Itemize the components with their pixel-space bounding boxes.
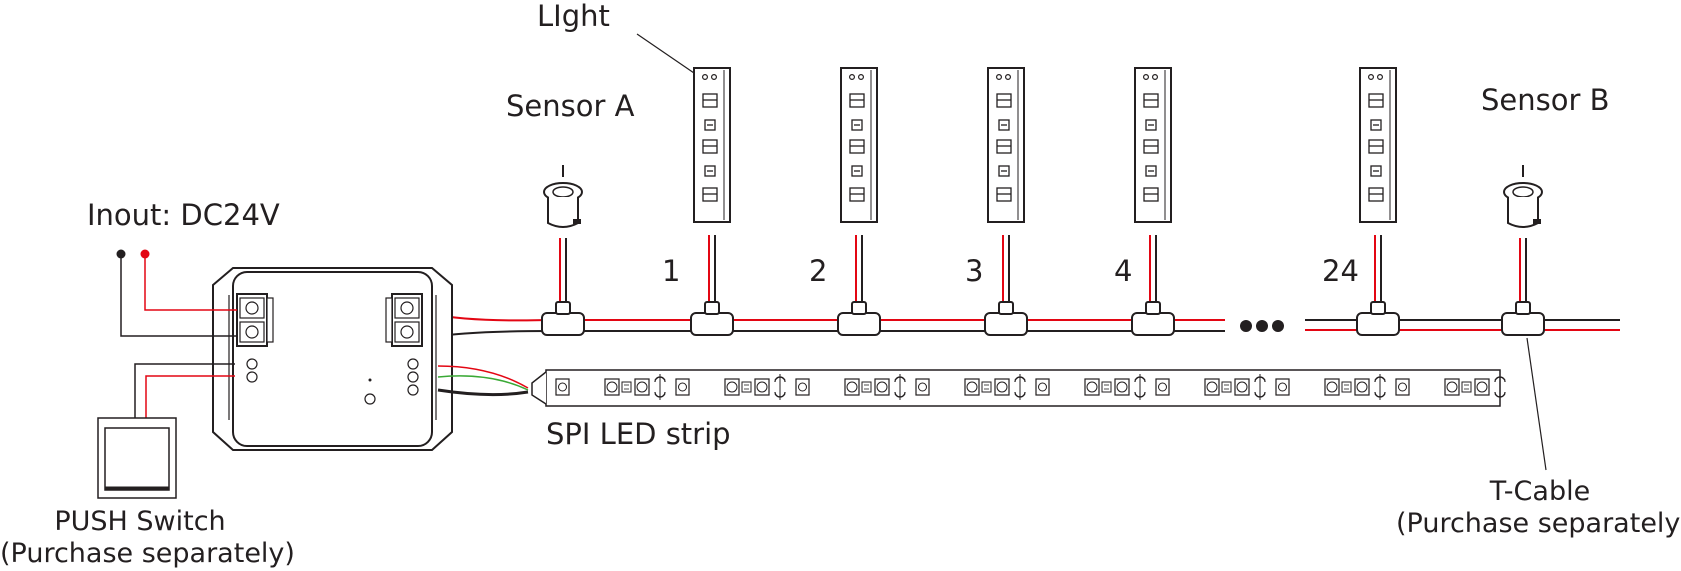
push-switch xyxy=(97,417,177,499)
controller-box xyxy=(212,267,453,451)
switch-wires xyxy=(134,363,235,418)
spi-wires xyxy=(437,365,529,397)
push-switch-note: (Purchase separately) xyxy=(0,538,295,569)
light-drop-wires xyxy=(559,235,1527,305)
light-bar-24 xyxy=(1359,67,1397,223)
t-cable-label: T-Cable xyxy=(1489,476,1591,507)
t-connector xyxy=(541,301,585,336)
light-number-4: 4 xyxy=(1114,254,1133,288)
input-terminal-negative xyxy=(116,249,126,259)
ellipsis-dots xyxy=(1240,320,1284,332)
t-connector xyxy=(690,301,734,336)
light-bar-4 xyxy=(1134,67,1172,223)
light-number-3: 3 xyxy=(965,254,984,288)
light-bar-1 xyxy=(693,67,731,223)
push-switch-label: PUSH Switch xyxy=(54,506,226,537)
light-bar-3 xyxy=(987,67,1025,223)
t-cable-leader-line xyxy=(1526,337,1547,471)
spi-strip-label: SPI LED strip xyxy=(546,417,731,451)
spi-led-strip xyxy=(531,369,1506,407)
input-voltage-label: Inout: DC24V xyxy=(87,198,280,232)
t-cable-note: (Purchase separately) xyxy=(1396,508,1681,539)
light-bar-2 xyxy=(840,67,878,223)
t-connector xyxy=(984,301,1028,336)
input-terminal-positive xyxy=(140,249,150,259)
sensor-b-label: Sensor B xyxy=(1481,83,1610,117)
t-connector xyxy=(1131,301,1175,336)
t-connector xyxy=(1501,301,1545,336)
light-number-24: 24 xyxy=(1322,254,1359,288)
light-number-1: 1 xyxy=(662,254,681,288)
light-number-2: 2 xyxy=(809,254,828,288)
sensor-b xyxy=(1503,164,1543,228)
input-wires xyxy=(120,256,237,337)
t-connector xyxy=(1356,301,1400,336)
sensor-a xyxy=(543,164,583,228)
light-leader-line xyxy=(636,33,695,74)
sensor-a-label: Sensor A xyxy=(506,89,635,123)
t-connector xyxy=(837,301,881,336)
light-label: LIght xyxy=(537,0,610,33)
